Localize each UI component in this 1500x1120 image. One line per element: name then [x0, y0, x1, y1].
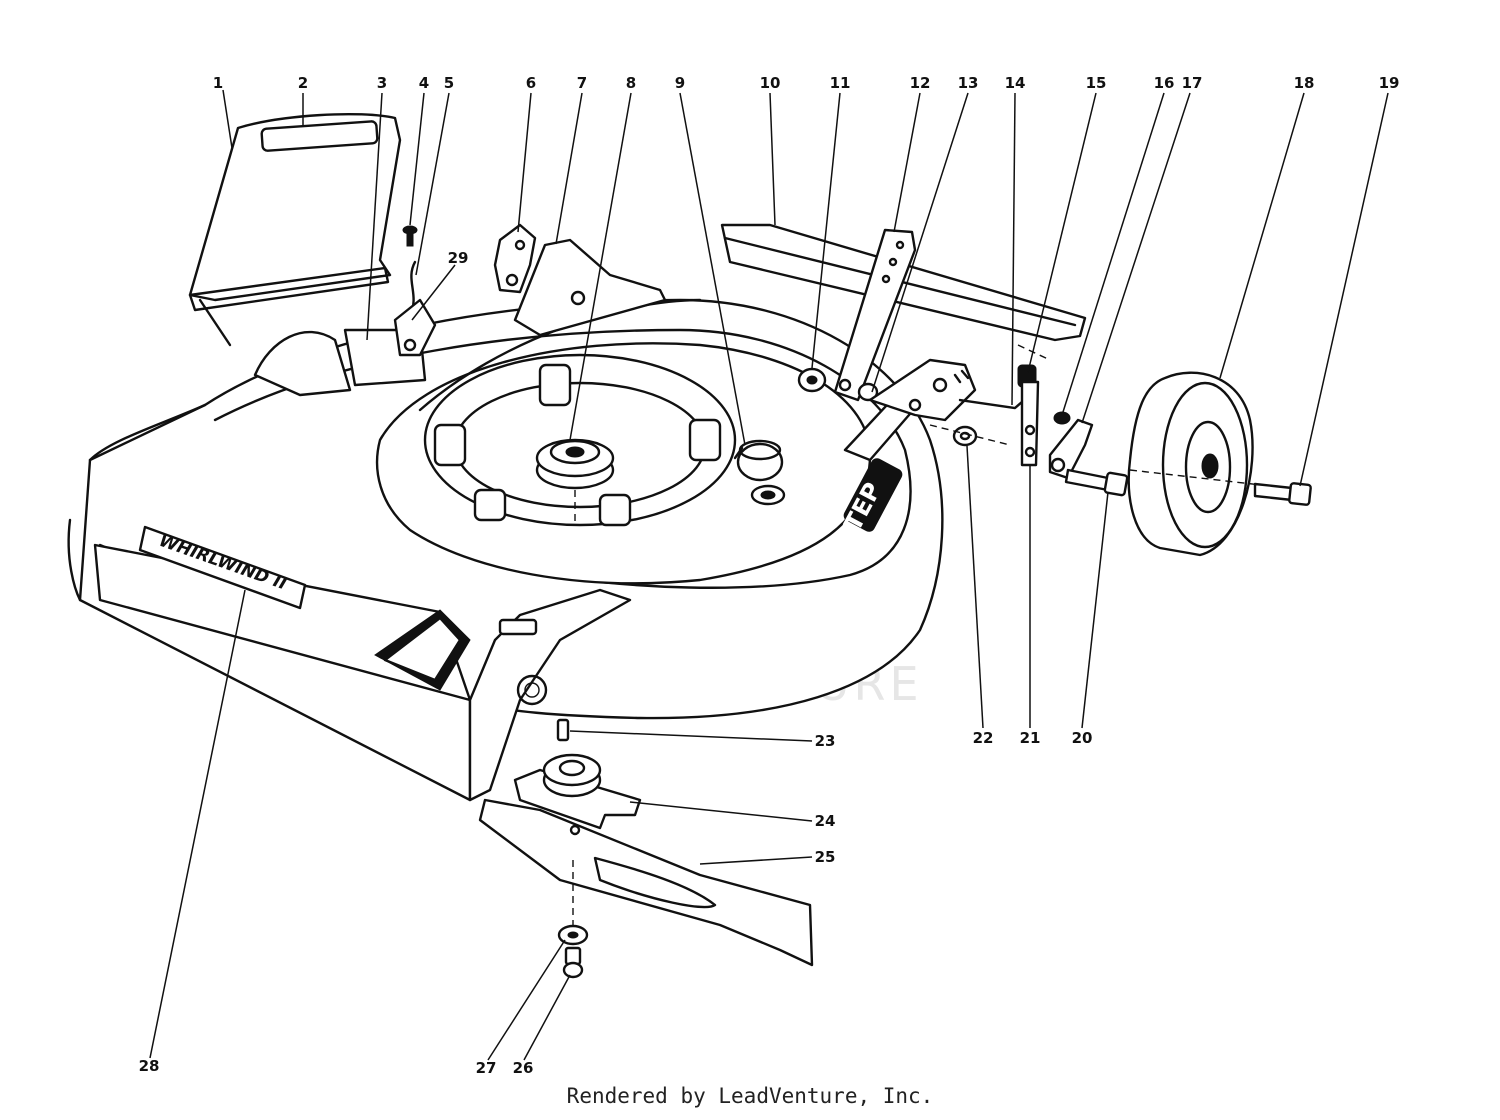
callout-29: 29: [448, 249, 469, 267]
rod-part: [958, 393, 1032, 410]
callout-2: 2: [298, 74, 308, 92]
leader-lines: [149, 89, 1389, 1061]
callout-27: 27: [476, 1059, 497, 1077]
callout-4: 4: [419, 74, 429, 92]
nut-part: [797, 367, 827, 393]
callout-10: 10: [760, 74, 781, 92]
callout-12: 12: [910, 74, 931, 92]
callout-1: 1: [213, 74, 223, 92]
callout-18: 18: [1294, 74, 1315, 92]
blade-bolt: [562, 946, 584, 979]
callout-5: 5: [444, 74, 454, 92]
callout-13: 13: [958, 74, 979, 92]
blade-adapter: [513, 753, 642, 830]
key-part: [556, 718, 570, 742]
callout-6: 6: [526, 74, 536, 92]
wheel-bolt: [1064, 468, 1129, 497]
callout-28: 28: [139, 1057, 160, 1075]
rear-shield: [188, 112, 402, 347]
callout-15: 15: [1086, 74, 1107, 92]
callout-8: 8: [626, 74, 636, 92]
callout-19: 19: [1379, 74, 1400, 92]
pulley-part: [535, 438, 615, 525]
footer-credit: Rendered by LeadVenture, Inc.: [566, 1084, 934, 1108]
callout-7: 7: [577, 74, 587, 92]
callout-3: 3: [377, 74, 387, 92]
screw-part: [402, 225, 418, 247]
callout-16: 16: [1154, 74, 1175, 92]
callout-22: 22: [973, 729, 994, 747]
callout-25: 25: [815, 848, 836, 866]
callout-23: 23: [815, 732, 836, 750]
plug-part: [733, 439, 786, 506]
callout-labels: 1 2 3 4 5 6 7 8 9 10 11 12 13 14 15 16 1…: [139, 74, 1400, 1077]
blade-part: [478, 798, 814, 967]
deck-handle-bracket: [513, 238, 667, 337]
adjuster-plate: [868, 358, 977, 422]
blade-washer: [557, 924, 589, 946]
bracket-part: [493, 223, 537, 294]
wheel-bracket: [1048, 418, 1094, 480]
lock-nut-part: [1053, 411, 1071, 425]
callout-11: 11: [830, 74, 851, 92]
washer-part: [929, 424, 1011, 447]
adjuster-arm: [833, 228, 917, 402]
callout-9: 9: [675, 74, 685, 92]
wheel-part: [1127, 371, 1271, 557]
callout-24: 24: [815, 812, 836, 830]
knob-part: [1017, 344, 1051, 388]
height-plate: [1020, 380, 1040, 467]
hinge-bracket: [393, 298, 437, 357]
callout-20: 20: [1072, 729, 1093, 747]
axle-bolt: [1253, 482, 1312, 506]
mower-deck: [67, 298, 944, 802]
callout-17: 17: [1182, 74, 1203, 92]
callout-14: 14: [1005, 74, 1026, 92]
callout-26: 26: [513, 1059, 534, 1077]
callout-21: 21: [1020, 729, 1041, 747]
